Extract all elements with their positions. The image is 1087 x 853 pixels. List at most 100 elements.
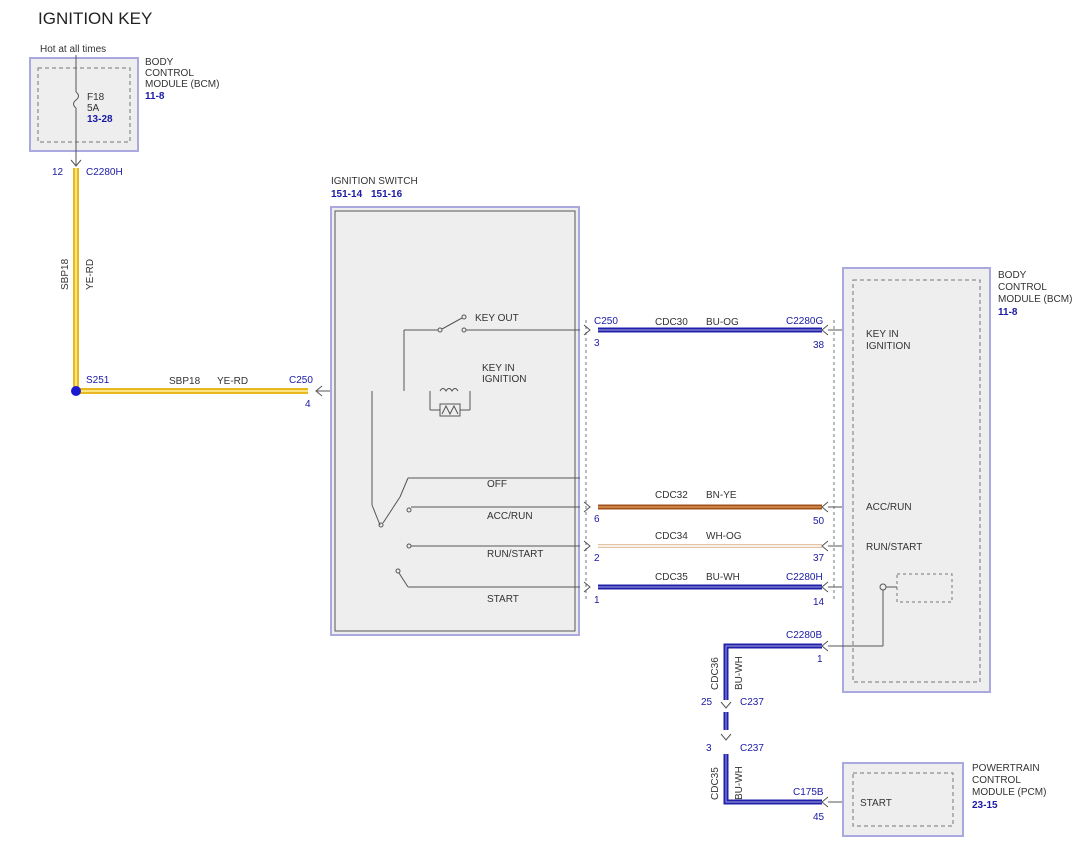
c175b-pin: 45	[813, 812, 825, 823]
cdc30-left-connector-icon	[583, 324, 591, 336]
bcm-top-label-3: MODULE (BCM)	[145, 79, 219, 90]
cdc32-left-connector-icon	[583, 501, 591, 513]
c2280b-connector-icon	[821, 640, 829, 652]
bcm-top-ref[interactable]: 11-8	[145, 91, 165, 102]
bcm-right-label-2: CONTROL	[998, 282, 1047, 293]
ignition-switch-inner	[334, 210, 576, 632]
cdc30-circuit: CDC30	[655, 317, 688, 328]
cdc35-right-pin: 14	[813, 597, 825, 608]
cdc32-right-connector-icon	[821, 501, 829, 513]
key-out-switch-icon	[441, 317, 463, 330]
bcm-right-ref[interactable]: 11-8	[998, 307, 1018, 318]
c2280h-top-pin: 12	[52, 167, 64, 178]
cdc35-right-connector-icon	[821, 581, 829, 593]
c2280h-top-conn: C2280H	[86, 167, 123, 178]
switch-start-label: START	[487, 594, 519, 605]
c2280b-conn: C2280B	[786, 630, 822, 641]
cdc32-left-pin: 6	[594, 514, 600, 525]
pcm-label-1: POWERTRAIN	[972, 763, 1040, 774]
switch-key-in-label-1: KEY IN	[482, 363, 515, 374]
sbp18-vertical-circuit: SBP18	[60, 258, 71, 290]
fuse-symbol-icon	[73, 91, 79, 109]
hot-at-all-times-label: Hot at all times	[40, 44, 106, 55]
c2280b-pin: 1	[817, 654, 823, 665]
switch-key-out-label: KEY OUT	[475, 313, 519, 324]
pcm-label-3: MODULE (PCM)	[972, 787, 1046, 798]
cdc35-lower-color: BU-WH	[734, 766, 745, 800]
c237-lower-conn: C237	[740, 743, 764, 754]
cdc35-left-connector-icon	[583, 581, 591, 593]
c2280h-top-connector-icon	[70, 159, 82, 167]
pcm-ref[interactable]: 23-15	[972, 800, 998, 811]
s251-splice-dot	[71, 386, 81, 396]
c175b-connector-icon	[821, 796, 829, 808]
c250-horizontal-conn: C250	[289, 375, 313, 386]
cdc34-right-connector-icon	[821, 540, 829, 552]
sbp18-horizontal-circuit: SBP18	[169, 376, 201, 387]
cdc32-color: BN-YE	[706, 490, 737, 501]
cdc35-color: BU-WH	[706, 572, 740, 583]
bcm-run-start-label: RUN/START	[866, 542, 922, 553]
bcm-right-dashed	[852, 279, 981, 683]
bcm-key-in-label-2: IGNITION	[866, 341, 910, 352]
pcm-label-2: CONTROL	[972, 775, 1021, 786]
cdc32-right-pin: 50	[813, 516, 825, 527]
cdc35-lower-circuit: CDC35	[710, 767, 721, 800]
cdc35-right-conn: C2280H	[786, 572, 823, 583]
cdc34-circuit: CDC34	[655, 531, 688, 542]
cdc34-left-pin: 2	[594, 553, 600, 564]
bcm-top-label-1: BODY	[145, 57, 174, 68]
switch-acc-run-label: ACC/RUN	[487, 511, 533, 522]
fuse-name: F18	[87, 92, 105, 103]
cdc30-right-conn: C2280G	[786, 316, 823, 327]
bcm-top-label-2: CONTROL	[145, 68, 194, 79]
solenoid-coil-icon	[439, 388, 459, 392]
c175b-conn: C175B	[793, 787, 824, 798]
cdc30-right-connector-icon	[821, 324, 829, 336]
cdc35-left-pin: 1	[594, 595, 600, 606]
cdc30-left-pin: 3	[594, 338, 600, 349]
cdc36-color: BU-WH	[734, 656, 745, 690]
c237-upper-connector-icon	[720, 701, 732, 709]
ignition-switch-box	[330, 206, 580, 636]
c237-upper-pin: 25	[701, 697, 713, 708]
cdc30-right-pin: 38	[813, 340, 825, 351]
ignition-switch-ref-1[interactable]: 151-14	[331, 189, 363, 200]
ignition-rotary-switch-icon	[382, 496, 401, 524]
c237-lower-connector-icon	[720, 733, 732, 741]
cdc34-color: WH-OG	[706, 531, 742, 542]
fuse-ref[interactable]: 13-28	[87, 114, 113, 125]
ignition-switch-ref-2[interactable]: 151-16	[371, 189, 403, 200]
switch-off-label: OFF	[487, 479, 507, 490]
pcm-dashed	[852, 772, 954, 827]
fuse-rating: 5A	[87, 103, 100, 114]
bcm-acc-run-label: ACC/RUN	[866, 502, 912, 513]
cdc30-left-conn: C250	[594, 316, 618, 327]
sbp18-horizontal-color: YE-RD	[217, 376, 248, 387]
switch-run-start-label: RUN/START	[487, 549, 543, 560]
bcm-right-label-1: BODY	[998, 270, 1027, 281]
cdc36-circuit: CDC36	[710, 657, 721, 690]
pcm-start-label: START	[860, 798, 892, 809]
cdc30-color: BU-OG	[706, 317, 739, 328]
pcm-box	[842, 762, 964, 837]
c250-horizontal-pin: 4	[305, 399, 311, 410]
cdc34-left-connector-icon	[583, 540, 591, 552]
c237-upper-conn: C237	[740, 697, 764, 708]
splice-name: S251	[86, 375, 110, 386]
bcm-right-label-3: MODULE (BCM)	[998, 294, 1072, 305]
cdc32-circuit: CDC32	[655, 490, 688, 501]
bcm-top-dashed	[37, 67, 131, 143]
cdc35-circuit: CDC35	[655, 572, 688, 583]
bcm-top-box	[29, 57, 139, 152]
sbp18-vertical-color: YE-RD	[85, 259, 96, 290]
diagram-title: IGNITION KEY	[38, 9, 152, 28]
bcm-key-in-label-1: KEY IN	[866, 329, 899, 340]
c237-lower-pin: 3	[706, 743, 712, 754]
cdc34-right-pin: 37	[813, 553, 825, 564]
bcm-internal-module	[896, 573, 953, 603]
ignition-switch-label: IGNITION SWITCH	[331, 176, 418, 187]
bcm-right-box	[842, 267, 991, 693]
switch-key-in-label-2: IGNITION	[482, 374, 526, 385]
